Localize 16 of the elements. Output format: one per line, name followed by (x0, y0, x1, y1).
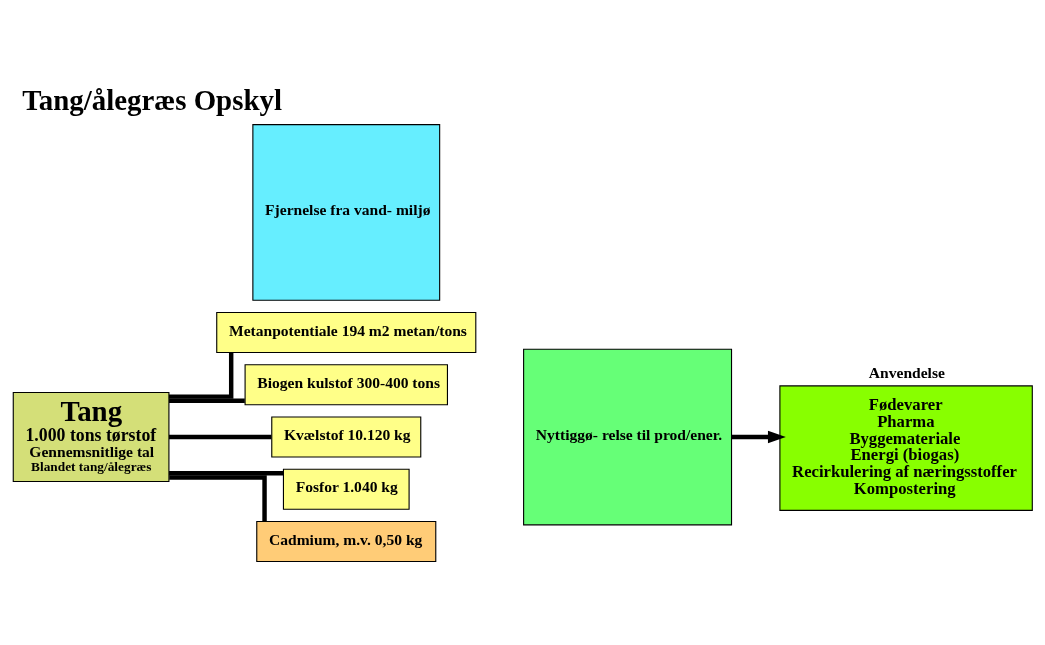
arrow (731, 430, 786, 444)
connector (169, 471, 284, 476)
node-box: Nyttiggø- relse til prod/ener. (523, 348, 733, 526)
node-box: Biogen kulstof 300-400 tons (244, 364, 448, 406)
connector (169, 434, 272, 440)
diagram-title: Tang/ålegræs Opskyl (22, 83, 282, 116)
node-box: Tang 1.000 tons tørstof Gennemsnitlige tal Blandet tang/ålegræs (12, 392, 170, 483)
connector (169, 475, 267, 522)
node-box: Fjernelse fra vand- miljø (252, 124, 441, 301)
node-box: Kvælstof 10.120 kg (271, 416, 422, 458)
node-box: Cadmium, m.v. 0,50 kg (256, 520, 437, 563)
node-box: Fosfor 1.040 kg (282, 468, 410, 510)
connector (168, 352, 234, 399)
node-label: Anvendelse (868, 364, 945, 382)
connector (169, 398, 245, 403)
node-box: Metanpotentiale 194 m2 metan/tons (216, 311, 477, 354)
